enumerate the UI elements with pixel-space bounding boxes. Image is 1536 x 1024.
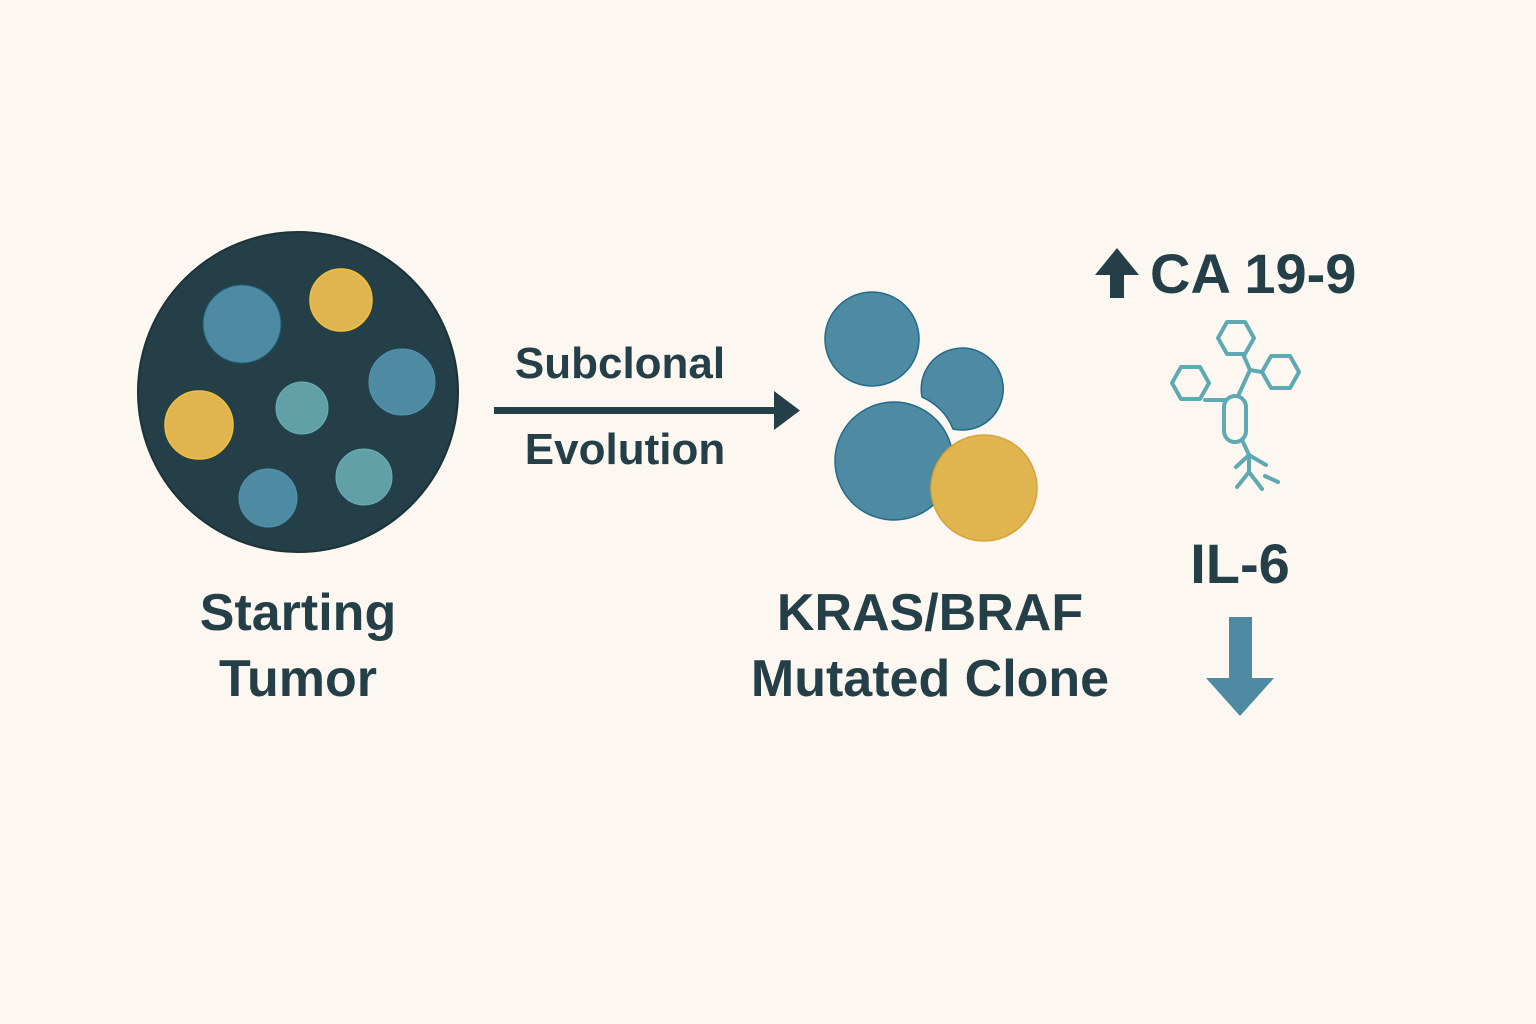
tumor-cell-teal <box>275 381 329 435</box>
arrow-right-icon <box>494 391 800 430</box>
tumor-cell-teal <box>335 448 393 506</box>
mutated-clone-label: KRAS/BRAF Mutated Clone <box>720 580 1140 712</box>
starting-tumor-label-line2: Tumor <box>219 650 377 708</box>
arrow-down-icon <box>1206 617 1274 716</box>
clone-cell-yellow <box>930 434 1038 542</box>
clone-cell-blue <box>824 291 920 387</box>
il6-label: IL-6 <box>1190 532 1290 595</box>
starting-tumor-label-line1: Starting <box>199 584 397 642</box>
subclonal-label: Subclonal <box>514 339 726 388</box>
clone-cell-blue <box>920 347 1004 431</box>
starting-tumor-label: Starting Tumor <box>148 580 448 712</box>
tumor-cell-blue <box>368 348 436 416</box>
arrow-up-icon <box>1095 248 1139 298</box>
evolution-label: Evolution <box>524 425 726 474</box>
starting-tumor <box>137 231 459 553</box>
tumor-cell-yellow <box>309 268 373 332</box>
tumor-cell-blue <box>238 468 298 528</box>
ca199-label: CA 19-9 <box>1150 242 1357 305</box>
mutated-clone-label-line1: KRAS/BRAF <box>776 584 1084 642</box>
mutated-clone-label-line2: Mutated Clone <box>750 650 1110 708</box>
glycan-structure-icon <box>1170 320 1301 491</box>
tumor-cell-blue <box>202 284 282 364</box>
mutated-clone-cluster <box>824 291 1038 542</box>
tumor-cell-yellow <box>164 390 234 460</box>
